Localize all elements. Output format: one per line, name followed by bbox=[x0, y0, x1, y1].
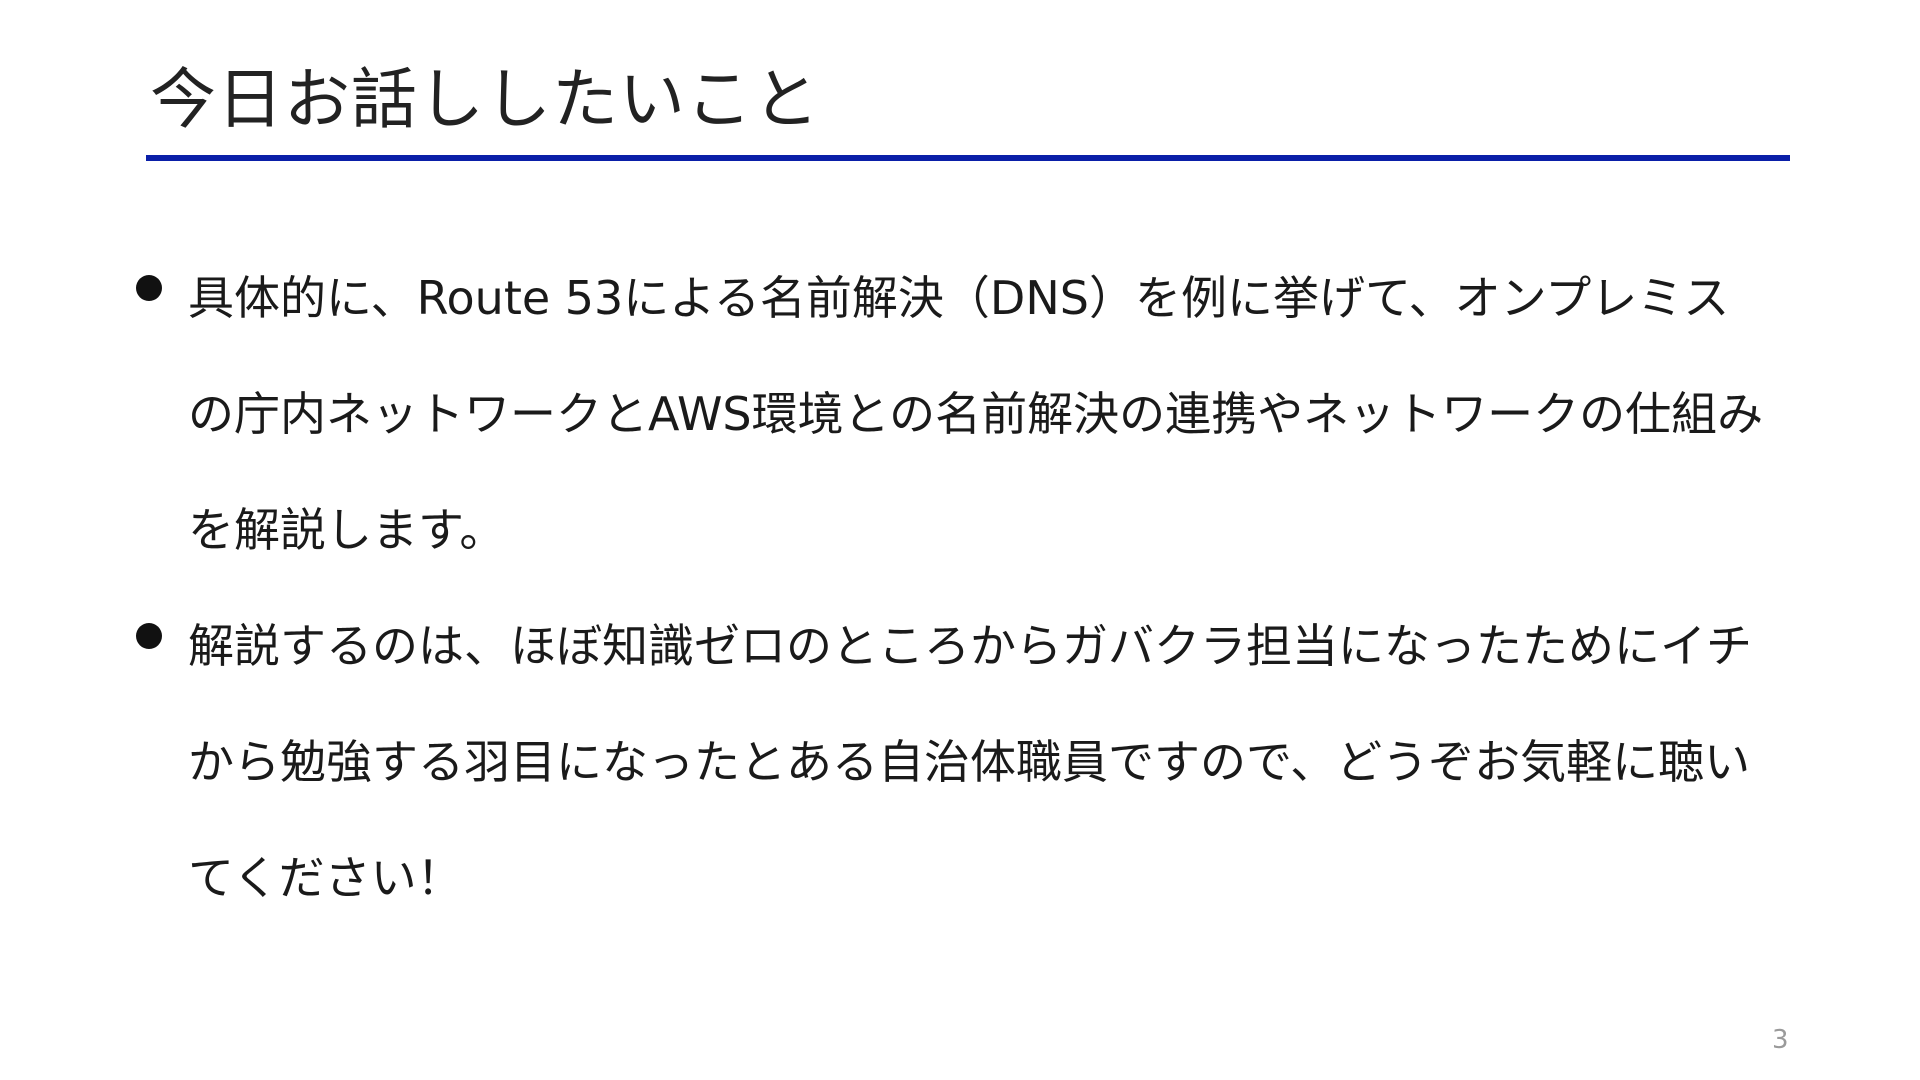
slide-title: 今日お話ししたいこと bbox=[150, 61, 820, 138]
bullet-list: 具体的に、Route 53による名前解決（DNS）を例に挙げて、オンプレミス の… bbox=[130, 271, 1790, 971]
bullet-item: 解説するのは、ほぼ知識ゼロのところからガバクラ担当になったためにイチ から勉強す… bbox=[130, 588, 1790, 936]
title-underline bbox=[146, 155, 1790, 161]
bullet-line: 解説するのは、ほぼ知識ゼロのところからガバクラ担当になったためにイチ bbox=[188, 619, 1752, 673]
bullet-line: 具体的に、Route 53による名前解決（DNS）を例に挙げて、オンプレミス bbox=[188, 271, 1730, 325]
bullet-item: 具体的に、Route 53による名前解決（DNS）を例に挙げて、オンプレミス の… bbox=[130, 240, 1790, 588]
bullet-line: を解説します。 bbox=[188, 503, 506, 557]
page-number: 3 bbox=[1772, 1025, 1789, 1055]
bullet-line: の庁内ネットワークとAWS環境との名前解決の連携やネットワークの仕組み bbox=[188, 387, 1764, 441]
bullet-dot-icon bbox=[136, 275, 162, 301]
bullet-line: から勉強する羽目になったとある自治体職員ですので、どうぞお気軽に聴い bbox=[188, 735, 1751, 789]
bullet-dot-icon bbox=[136, 623, 162, 649]
bullet-line: てください！ bbox=[188, 851, 463, 905]
